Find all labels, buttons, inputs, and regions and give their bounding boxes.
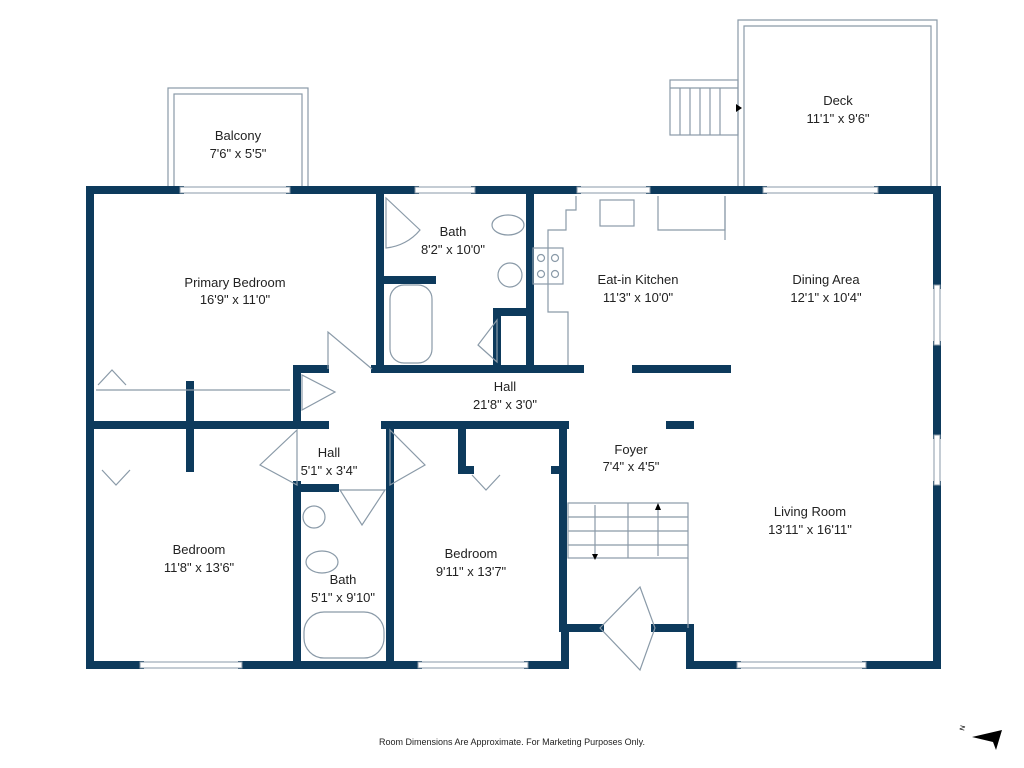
foyer-name: Foyer (614, 442, 648, 457)
toilet-icon (305, 550, 339, 574)
fixtures (96, 196, 726, 672)
entry-door-swing (599, 585, 656, 672)
hall-dims: 21'8" x 3'0" (473, 397, 537, 412)
sink-icon (302, 505, 326, 529)
bedroom-left-dims: 11'8" x 13'6" (164, 560, 235, 575)
stair-down-arrow-icon (592, 554, 598, 560)
windows (139, 186, 941, 669)
bath-name: Bath (440, 224, 467, 239)
room-labels: Balcony 7'6" x 5'5" Deck 11'1" x 9'6" Pr… (164, 93, 870, 605)
balcony-dims: 7'6" x 5'5" (210, 146, 267, 161)
balcony-name: Balcony (215, 128, 262, 143)
small-hall-dims: 5'1" x 3'4" (301, 463, 358, 478)
deck-name: Deck (823, 93, 853, 108)
sink-icon (497, 262, 523, 288)
kitchen-sink-icon (599, 199, 635, 227)
small-bath-dims: 5'1" x 9'10" (311, 590, 375, 605)
door-swing (389, 428, 426, 487)
bedroom-mid-dims: 9'11" x 13'7" (436, 564, 507, 579)
door-swing (301, 374, 337, 412)
living-room-name: Living Room (774, 504, 846, 519)
foyer-dims: 7'4" x 4'5" (603, 459, 660, 474)
disclaimer-note: Room Dimensions Are Approximate. For Mar… (379, 737, 645, 747)
bath-dims: 8'2" x 10'0" (421, 242, 485, 257)
dining-name: Dining Area (792, 272, 860, 287)
door-swing (385, 196, 421, 249)
bathtub-icon (389, 284, 433, 364)
door-swing (258, 428, 298, 487)
stair-arrow-icon (736, 104, 742, 112)
primary-bedroom-dims: 16'9" x 11'0" (200, 292, 271, 307)
bathtub-icon (303, 611, 385, 659)
interior-walls (86, 186, 731, 669)
small-bath-name: Bath (330, 572, 357, 587)
small-hall-name: Hall (318, 445, 341, 460)
kitchen-name: Eat-in Kitchen (598, 272, 679, 287)
north-arrow-icon: N (959, 725, 1002, 750)
bedroom-mid-name: Bedroom (445, 546, 498, 561)
deck-dims: 11'1" x 9'6" (806, 111, 869, 126)
north-label: N (959, 725, 967, 732)
door-swing (338, 489, 387, 527)
stair-up-arrow-icon (655, 503, 661, 510)
primary-bedroom-name: Primary Bedroom (184, 275, 285, 290)
interior-stairs (567, 502, 689, 628)
living-room-dims: 13'11" x 16'11" (768, 522, 852, 537)
counter (547, 196, 577, 365)
hall-name: Hall (494, 379, 517, 394)
deck-stairs (669, 79, 742, 136)
toilet-icon (491, 214, 525, 236)
door-swing (327, 330, 373, 370)
dining-dims: 12'1" x 10'4" (790, 290, 862, 305)
bedroom-left-name: Bedroom (173, 542, 226, 557)
door-swing (477, 318, 498, 364)
kitchen-dims: 11'3" x 10'0" (603, 290, 674, 305)
